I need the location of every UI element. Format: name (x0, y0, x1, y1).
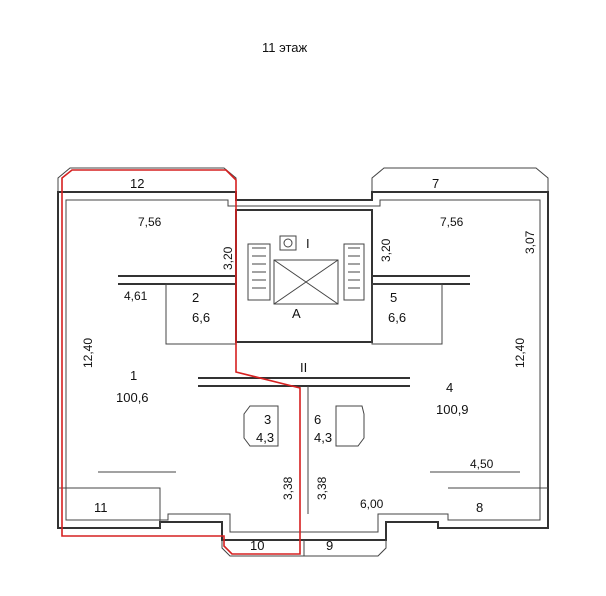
room-1-id: 1 (130, 368, 137, 383)
dim-bottom-mid: 6,00 (360, 497, 384, 511)
dim-right-top: 3,07 (523, 230, 537, 254)
floor-title: 11 этаж (262, 40, 307, 55)
dimension-labels: 7,56 7,56 4,61 4,50 6,00 3,20 3,20 3,07 … (81, 215, 537, 511)
dim-bottom-left: 3,38 (281, 476, 295, 500)
dim-left-small: 4,61 (124, 289, 148, 303)
elevator-label: A (292, 306, 301, 321)
dim-top-left-width: 7,56 (138, 215, 162, 229)
room-3-id: 3 (264, 412, 271, 427)
outer-walls (57, 167, 549, 557)
room-4-id: 4 (446, 380, 453, 395)
room-3-area: 4,3 (256, 430, 274, 445)
room-1-area: 100,6 (116, 390, 149, 405)
room-11-id: 11 (94, 500, 108, 515)
dim-bottom-right: 3,38 (315, 476, 329, 500)
room-10-id: 10 (250, 538, 264, 553)
stair-label: I (306, 236, 310, 251)
room-7-id: 7 (432, 176, 439, 191)
room-2-area: 6,6 (192, 310, 210, 325)
corridor-label: II (300, 360, 307, 375)
dim-left-height: 12,40 (81, 338, 95, 368)
room-6-area: 4,3 (314, 430, 332, 445)
room-5-id: 5 (390, 290, 397, 305)
dim-stair-left: 3,20 (221, 246, 235, 270)
room-9-id: 9 (326, 538, 333, 553)
apartment-outline (61, 169, 301, 555)
room-8-id: 8 (476, 500, 483, 515)
dim-right-height: 12,40 (513, 338, 527, 368)
stair-core: I A (235, 209, 373, 343)
dim-stair-right: 3,20 (379, 238, 393, 262)
room-labels: 1 100,6 2 6,6 3 4,3 4 100,9 5 6,6 6 4,3 … (94, 176, 483, 553)
dim-top-right-width: 7,56 (440, 215, 464, 229)
room-2-id: 2 (192, 290, 199, 305)
partition-walls (98, 275, 520, 514)
room-4-area: 100,9 (436, 402, 469, 417)
dim-right-lower: 4,50 (470, 457, 494, 471)
room-5-area: 6,6 (388, 310, 406, 325)
room-6-id: 6 (314, 412, 321, 427)
room-12-id: 12 (130, 176, 144, 191)
